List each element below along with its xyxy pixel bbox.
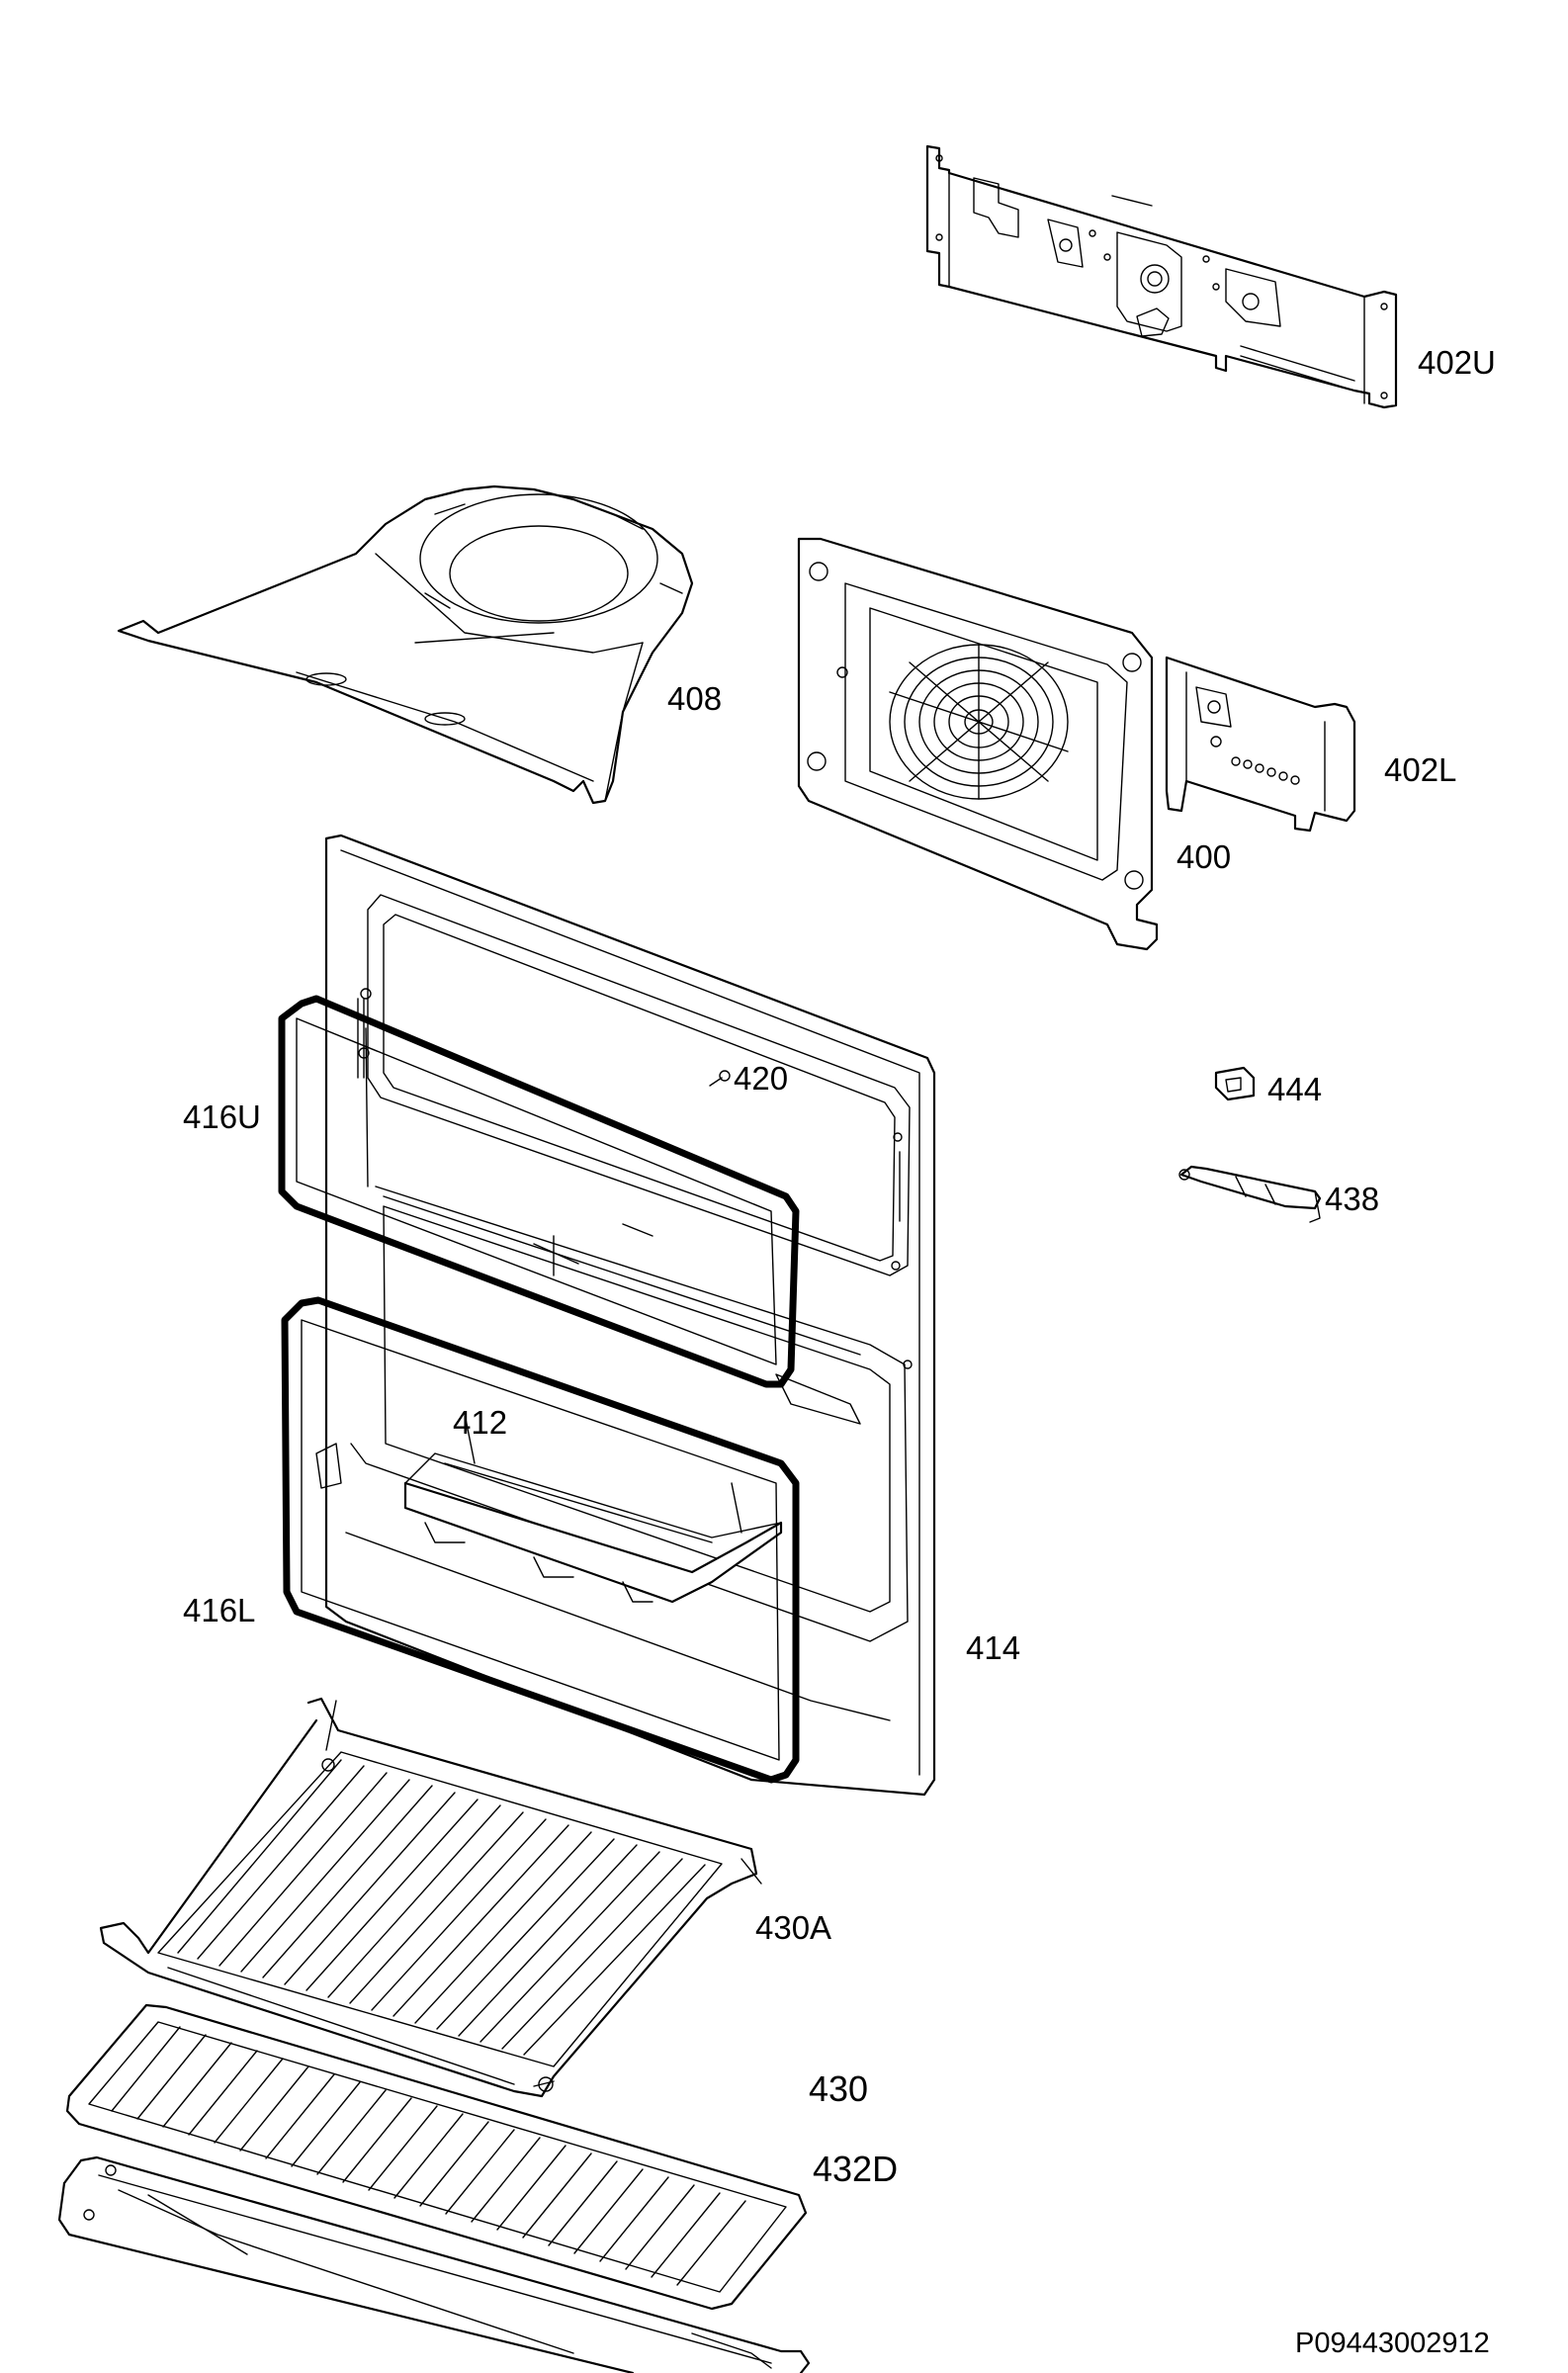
part-438-latch (1178, 1165, 1322, 1223)
label-430A: 430A (755, 1909, 832, 1946)
label-420: 420 (734, 1060, 789, 1097)
part-430A-wire-shelf (99, 1697, 762, 2098)
part-430-rack (65, 2003, 808, 2311)
label-432D: 432D (813, 2149, 899, 2189)
part-412-grill-element (403, 1413, 783, 1604)
part-432D-tray (57, 2155, 811, 2373)
part-400-fan-panel (797, 537, 1159, 951)
label-438: 438 (1325, 1181, 1380, 1217)
label-408: 408 (667, 680, 723, 717)
part-414-liner (315, 834, 936, 1797)
label-416L: 416L (183, 1592, 256, 1628)
label-444: 444 (1267, 1071, 1323, 1107)
part-420-screw (709, 1070, 731, 1087)
part-416U-seal (278, 995, 800, 1388)
label-402L: 402L (1384, 751, 1457, 788)
label-412: 412 (453, 1404, 508, 1441)
label-430: 430 (809, 2068, 869, 2109)
part-402L-bracket (1165, 656, 1356, 833)
drawing-code: P09443002912 (1295, 2328, 1490, 2359)
part-408-cover (117, 484, 694, 805)
part-416L-seal (281, 1296, 800, 1784)
label-400: 400 (1176, 838, 1232, 875)
part-402U-bracket (925, 144, 1398, 409)
label-416U: 416U (183, 1099, 261, 1135)
part-444-clip (1214, 1066, 1256, 1101)
label-414: 414 (966, 1629, 1021, 1666)
label-402U: 402U (1418, 344, 1496, 381)
